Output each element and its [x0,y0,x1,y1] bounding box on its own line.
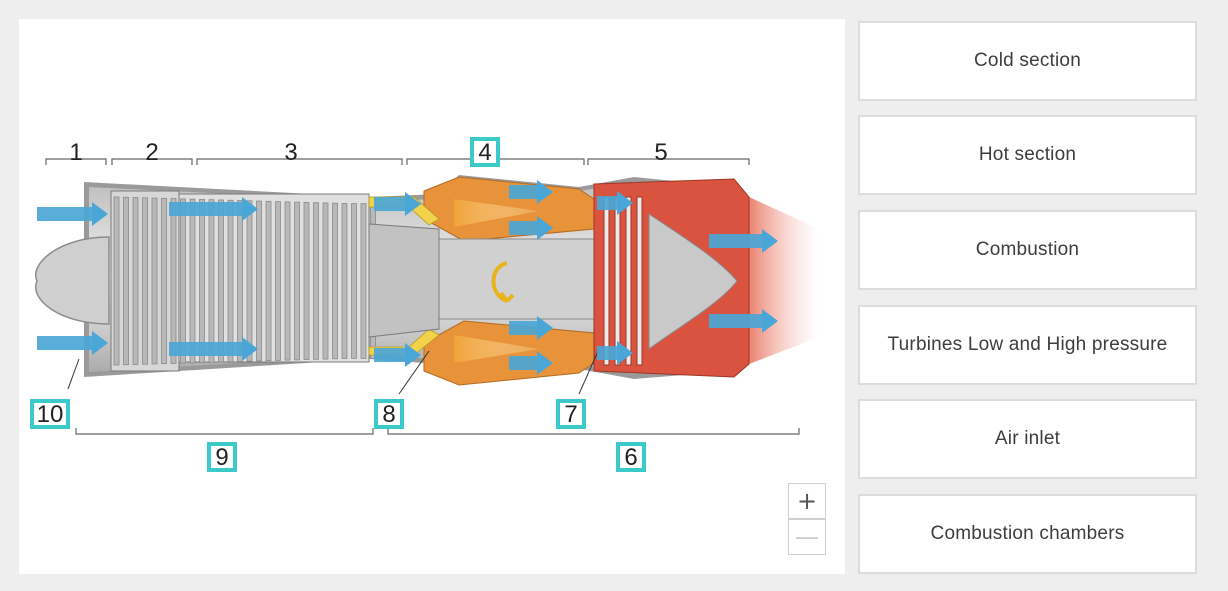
air-flow-arrow [169,337,258,361]
answer-card-cold-section[interactable]: Cold section [858,21,1197,101]
svg-text:4: 4 [478,139,491,166]
air-flow-arrow [37,331,108,355]
answer-card-combustion[interactable]: Combustion [858,210,1197,290]
air-flow-arrow [597,191,633,215]
bottom-brackets [75,428,800,435]
air-flow-arrow [597,341,633,365]
diagram-label-8: 8 [374,399,404,429]
air-flow-arrow [509,180,553,204]
svg-text:7: 7 [564,401,577,428]
air-flow-arrow [169,197,258,221]
air-flow-arrow [374,343,421,367]
exhaust-cone [648,213,738,350]
flame-bottom [454,335,539,363]
air-flow-arrow [509,316,553,340]
svg-text:9: 9 [215,444,228,471]
flame-top [454,199,539,227]
jet-engine-diagram: 1 2 3 4 5 6 7 8 9 10 [30,137,819,472]
turbine-blades [603,196,643,366]
answer-card-turbines[interactable]: Turbines Low and High pressure [858,305,1197,385]
leader-lines [67,348,600,395]
answer-card-hot-section[interactable]: Hot section [858,115,1197,195]
air-flow-arrow [37,202,108,226]
air-flow-arrow [374,192,421,216]
svg-text:6: 6 [624,444,637,471]
air-flow-arrow [509,351,553,375]
air-flow-arrow [709,309,778,333]
inlet-spinner [35,236,110,325]
svg-text:5: 5 [654,139,667,166]
air-flow-arrows [37,180,778,375]
svg-text:8: 8 [382,401,395,428]
svg-text:2: 2 [145,139,158,166]
svg-text:1: 1 [69,139,82,166]
diagram-labels: 1 2 3 4 5 6 7 8 9 10 [30,137,668,472]
diagram-panel: 1 2 3 4 5 6 7 8 9 10 + — [19,19,845,574]
zoom-out-button[interactable]: — [788,519,826,555]
rotation-arrow [491,261,515,303]
diagram-label-5: 5 [654,139,667,166]
diagram-label-7: 7 [556,399,586,429]
svg-text:3: 3 [284,139,297,166]
air-flow-arrow [509,216,553,240]
diagram-label-3: 3 [284,139,297,166]
answer-card-air-inlet[interactable]: Air inlet [858,399,1197,479]
diagram-label-1: 1 [69,139,82,166]
zoom-in-button[interactable]: + [788,483,826,519]
diagram-label-6: 6 [616,442,646,472]
diagram-label-2: 2 [145,139,158,166]
svg-text:10: 10 [37,401,64,428]
diagram-label-10: 10 [30,399,70,429]
exhaust-plume [749,197,819,364]
diagram-label-9: 9 [207,442,237,472]
air-flow-arrow [709,229,778,253]
diagram-label-4: 4 [470,137,500,167]
answer-card-combustion-chambers[interactable]: Combustion chambers [858,494,1197,574]
